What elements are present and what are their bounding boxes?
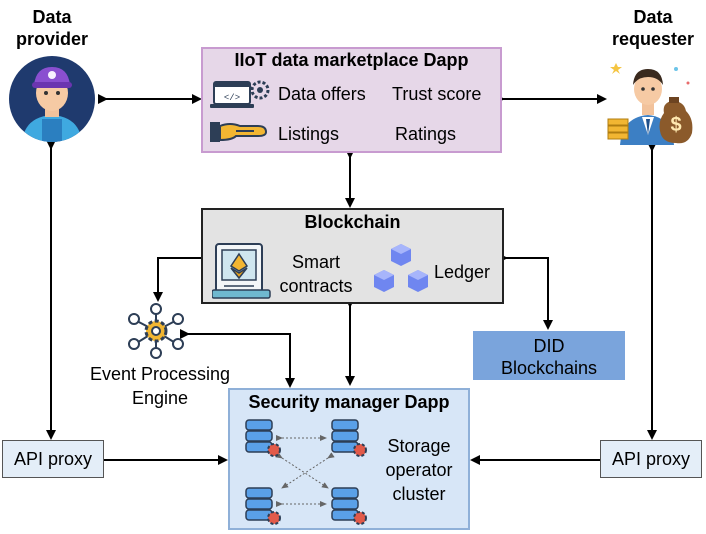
svg-text:$: $ — [670, 114, 681, 136]
requester-label-line1: Data — [633, 7, 673, 27]
api-proxy-right-label: API proxy — [611, 449, 691, 469]
listings-label: Listings — [278, 124, 340, 144]
data-requester-icon: $ — [607, 63, 693, 145]
listings-hand-icon — [210, 122, 268, 142]
arrow-blockchain-event — [153, 253, 210, 302]
storage-line2: operator — [385, 460, 453, 480]
provider-label: Data provider — [0, 6, 104, 50]
storage-node-icon-2 — [331, 419, 367, 457]
data-provider-icon — [9, 56, 95, 142]
storage-line3: cluster — [392, 484, 446, 504]
storage-node-icon-1 — [245, 419, 281, 457]
storage-node-icon-4 — [331, 487, 367, 525]
marketplace-title: IIoT data marketplace Dapp — [234, 50, 469, 70]
smart-contracts-label: Smart contracts — [276, 250, 356, 298]
requester-label: Data requester — [600, 6, 706, 50]
event-engine-gear-icon — [128, 303, 184, 359]
smart-contract-icon — [212, 243, 271, 299]
smart-line2: contracts — [279, 276, 353, 296]
storage-node-icon-3 — [245, 487, 281, 525]
event-line2: Engine — [131, 388, 189, 408]
storage-cluster-label: Storage operator cluster — [374, 434, 464, 506]
requester-label-line2: requester — [611, 29, 695, 49]
did-line2: Blockchains — [500, 358, 598, 378]
trust-score-label: Trust score — [392, 84, 482, 104]
smart-line1: Smart — [291, 252, 340, 272]
provider-label-line1: Data — [32, 7, 72, 27]
ledger-cubes-icon — [374, 244, 428, 292]
ratings-label: Ratings — [395, 124, 457, 144]
api-proxy-right: API proxy — [600, 440, 702, 478]
storage-line1: Storage — [387, 436, 451, 456]
api-proxy-left-label: API proxy — [13, 449, 93, 469]
blockchain-title: Blockchain — [304, 212, 401, 232]
ledger-label: Ledger — [434, 262, 491, 282]
event-line1: Event Processing — [89, 364, 231, 384]
arrow-blockchain-did — [498, 253, 553, 330]
data-offers-icon: </> — [210, 80, 270, 108]
svg-text:</>: </> — [224, 93, 240, 103]
did-line1: DID — [533, 336, 565, 356]
arrow-event-security — [180, 329, 295, 388]
storage-cluster-diagram — [245, 419, 367, 525]
did-blockchains-box: DID Blockchains — [473, 331, 625, 380]
event-engine-label: Event Processing Engine — [70, 362, 250, 410]
security-title: Security manager Dapp — [248, 392, 450, 412]
api-proxy-left: API proxy — [2, 440, 104, 478]
data-offers-label: Data offers — [278, 84, 366, 104]
provider-label-line2: provider — [15, 29, 89, 49]
